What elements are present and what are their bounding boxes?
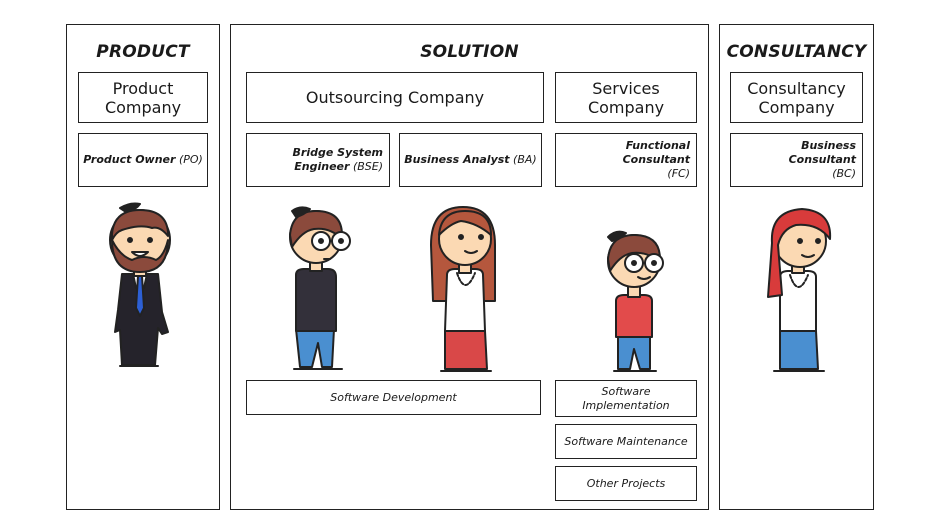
consultancy-column: CONSULTANCY Consultancy Company Business… <box>719 24 874 510</box>
consultancy-company-label: Consultancy Company <box>747 78 846 117</box>
software-development-box: Software Development <box>246 380 541 415</box>
functional-consultant-box: Functional Consultant(FC) <box>555 133 697 187</box>
ba-title: Business Analyst <box>404 153 510 166</box>
software-implementation-label: Software Implementation <box>582 384 670 412</box>
product-heading: PRODUCT <box>96 42 190 62</box>
outsourcing-company-label: Outsourcing Company <box>305 88 485 107</box>
bse-title: Bridge System Engineer <box>292 146 383 173</box>
solution-column: SOLUTION Outsourcing Company Services Co… <box>230 24 709 510</box>
software-maintenance-label: Software Maintenance <box>564 434 688 448</box>
services-company-label: Services Company <box>587 78 665 117</box>
bse-abbr: (BSE) <box>352 160 383 173</box>
ba-abbr: (BA) <box>513 153 537 166</box>
other-projects-label: Other Projects <box>586 476 666 490</box>
business-consultant-box: Business Consultant(BC) <box>730 133 863 187</box>
business-analyst-illustration <box>430 206 496 372</box>
software-implementation-box: Software Implementation <box>555 380 697 417</box>
product-owner-title: Product Owner <box>83 153 176 166</box>
other-projects-box: Other Projects <box>555 466 697 501</box>
product-company-box: Product Company <box>78 72 208 123</box>
outsourcing-company-box: Outsourcing Company <box>246 72 544 123</box>
product-owner-illustration <box>109 202 171 367</box>
product-owner-box: Product Owner (PO) <box>78 133 208 187</box>
business-analyst-box: Business Analyst (BA) <box>399 133 542 187</box>
business-consultant-illustration <box>767 208 832 372</box>
consultancy-heading: CONSULTANCY <box>726 42 867 62</box>
software-development-label: Software Development <box>330 390 457 404</box>
product-company-label: Product Company <box>104 78 182 117</box>
bc-abbr: (BC) <box>832 167 856 180</box>
bridge-system-engineer-box: Bridge System Engineer (BSE) <box>246 133 390 187</box>
product-owner-abbr: (PO) <box>178 153 203 166</box>
fc-title: Functional Consultant <box>622 139 690 166</box>
product-column: PRODUCT Product Company Product Owner (P… <box>66 24 220 510</box>
consultancy-company-box: Consultancy Company <box>730 72 863 123</box>
solution-heading: SOLUTION <box>420 42 519 62</box>
bridge-system-engineer-illustration <box>289 206 351 370</box>
fc-abbr: (FC) <box>667 167 690 180</box>
bc-title: Business Consultant <box>788 139 856 166</box>
software-maintenance-box: Software Maintenance <box>555 424 697 459</box>
functional-consultant-illustration <box>607 230 664 372</box>
services-company-box: Services Company <box>555 72 697 123</box>
